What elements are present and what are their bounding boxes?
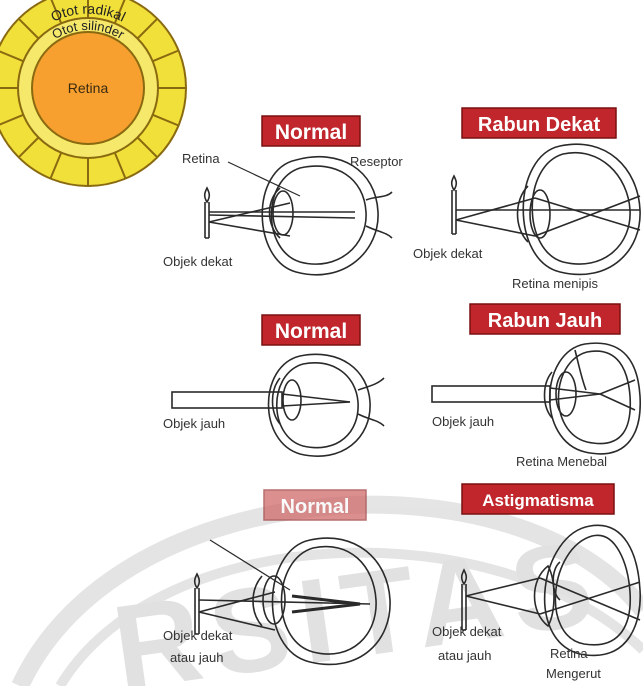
badge-rabun-dekat: Rabun Dekat: [462, 108, 616, 138]
label-retina-thick: Retina Menebal: [516, 454, 607, 469]
badge-astigmatisma: Astigmatisma: [462, 484, 614, 514]
label-retina-1: Retina: [182, 151, 220, 166]
eye-normal-near: [205, 157, 392, 275]
badge-rabun-jauh: Rabun Jauh: [470, 304, 620, 334]
badge-normal-1: Normal: [262, 116, 360, 146]
eye-myopia: [432, 343, 640, 454]
label-object-any-2a: Objek dekat: [432, 624, 502, 639]
label-retina-thin: Retina menipis: [512, 276, 598, 291]
svg-text:Normal: Normal: [275, 121, 347, 144]
ring-diagram: Otot radikal Otot silinder Retina: [0, 0, 186, 186]
label-object-near-1: Objek dekat: [163, 254, 233, 269]
badge-normal-2: Normal: [262, 315, 360, 345]
label-object-any-1b: atau jauh: [170, 650, 224, 665]
label-object-far-1: Objek jauh: [163, 416, 225, 431]
label-object-far-2: Objek jauh: [432, 414, 494, 429]
svg-text:Astigmatisma: Astigmatisma: [482, 491, 594, 510]
svg-text:Rabun Jauh: Rabun Jauh: [488, 310, 602, 332]
badge-normal-3: Normal: [264, 490, 366, 520]
svg-text:Normal: Normal: [281, 496, 350, 518]
label-retina-shrink-b: Mengerut: [546, 666, 601, 681]
svg-text:Normal: Normal: [275, 320, 347, 343]
label-retina-shrink-a: Retina: [550, 646, 588, 661]
label-object-any-2b: atau jauh: [438, 648, 492, 663]
label-receptor: Reseptor: [350, 154, 403, 169]
center-label: Retina: [68, 80, 109, 96]
eye-normal-far: [172, 354, 384, 456]
label-object-any-1a: Objek dekat: [163, 628, 233, 643]
svg-text:Rabun Dekat: Rabun Dekat: [478, 114, 601, 136]
label-object-near-2: Objek dekat: [413, 246, 483, 261]
